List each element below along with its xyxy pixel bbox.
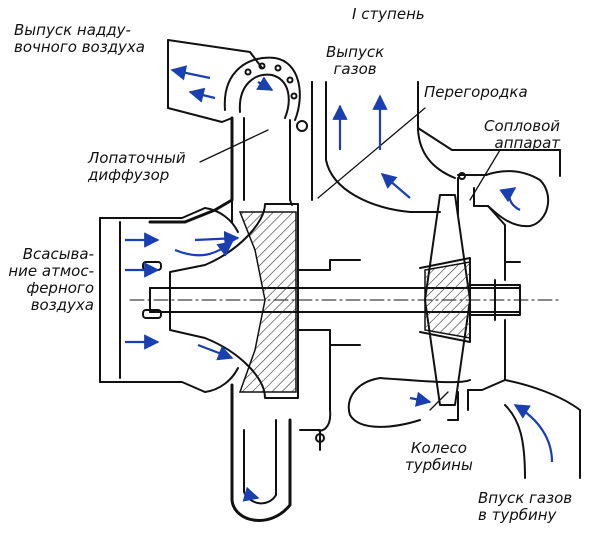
turbine-shaft-end — [469, 261, 521, 341]
diffuser-leader — [199, 129, 269, 163]
compressor-hub-hatch — [238, 211, 297, 393]
charge-air-outlet-duct — [167, 39, 263, 123]
label-gas-outlet: Выпуск газов — [326, 43, 385, 78]
label-charge-air-outlet: Выпуск надду- вочного воздуха — [14, 21, 146, 56]
flow-arrow-wheel-in-2 — [197, 343, 234, 361]
flow-arrow-volute-bottom — [242, 486, 260, 502]
label-nozzle-apparatus: Сопловой аппарат — [484, 117, 560, 152]
compressor-volute-top — [223, 56, 301, 121]
turbine-hub-hatch — [424, 261, 471, 339]
label-vaned-diffuser: Лопаточный диффузор — [88, 149, 186, 184]
label-gas-inlet: Впуск газов в турбину — [478, 489, 573, 524]
stage-title: I ступень — [352, 5, 425, 23]
gas-outlet-casing — [296, 81, 561, 201]
flow-arrow-nozzle-upper — [499, 187, 521, 211]
label-turbine-wheel: Колесо турбины — [405, 439, 473, 474]
flow-arrow-wheel-in-1 — [194, 230, 240, 247]
flow-arrow-charge-out — [170, 65, 211, 81]
label-partition: Перегородка — [424, 83, 528, 101]
turbine-volute-lower — [347, 339, 581, 479]
turbine-volute-upper — [457, 170, 550, 263]
flow-arrow-nozzle-lower — [409, 391, 432, 407]
flow-arrow-gas-out-3 — [380, 172, 411, 199]
flow-arrow-gas-in — [513, 404, 554, 463]
flow-arrow-wheel-curve — [174, 241, 234, 257]
partition-leader — [317, 107, 426, 199]
label-air-intake: Всасыва- ние атмос- ферного воздуха — [8, 245, 94, 314]
flow-arrows — [125, 65, 554, 502]
flow-arrow-volute-top — [256, 76, 274, 91]
flow-arrow-charge-out-2 — [188, 87, 216, 103]
